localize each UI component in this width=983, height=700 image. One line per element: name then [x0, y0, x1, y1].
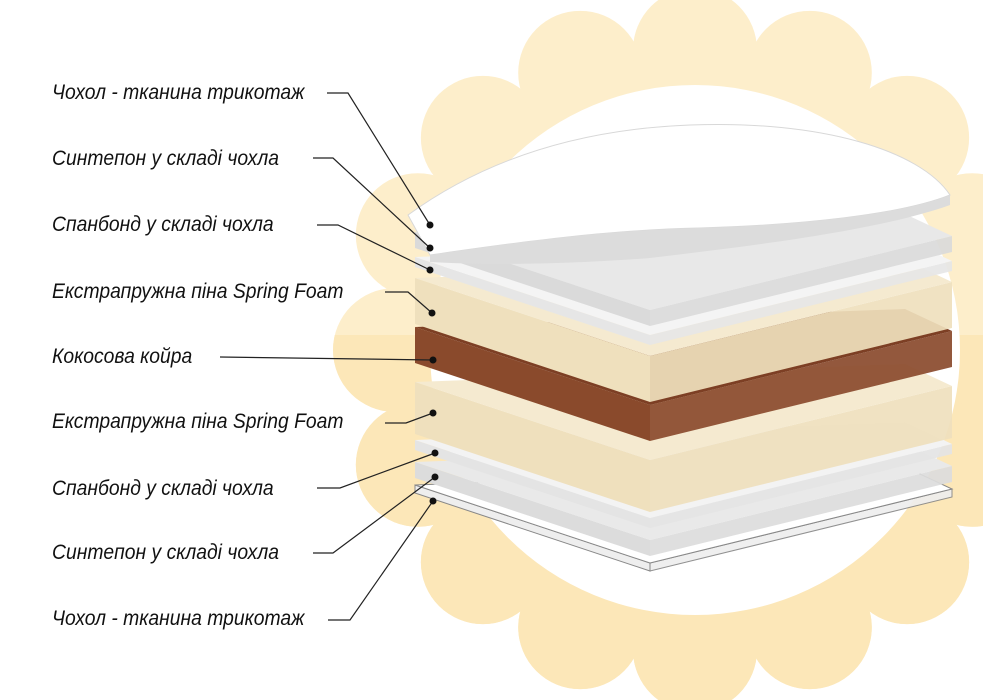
foam-bottom-layer-side [650, 386, 952, 512]
label-cover-bottom: Чохол - тканина трикотаж [52, 607, 305, 630]
spanbond-bottom-layer-side [650, 444, 952, 528]
leader-line [313, 157, 431, 249]
label-cover-top: Чохол - тканина трикотаж [52, 81, 305, 104]
sintepon-bottom-layer-side [650, 466, 952, 556]
label-spanbond-bottom: Спанбонд у складі чохла [52, 477, 274, 500]
leader-dot [429, 409, 437, 417]
label-coconut-coir: Кокосова койра [52, 345, 193, 368]
leader-dot [429, 497, 437, 505]
label-spring-foam-top: Екстрапружна піна Spring Foam [52, 280, 344, 303]
flower-petal [633, 0, 757, 112]
label-spanbond-top: Спанбонд у складі чохла [52, 213, 274, 236]
coconut-layer-front [415, 327, 650, 441]
sintepon-top-layer-side [650, 236, 952, 326]
spanbond-top-layer-side [650, 261, 952, 345]
leader-line [313, 476, 436, 554]
leader-dot [431, 473, 439, 481]
label-sintepon-top: Синтепон у складі чохла [52, 147, 279, 170]
leader-line [327, 92, 431, 226]
leader-dot [431, 449, 439, 457]
coconut-layer-side [650, 331, 952, 441]
flower-petal [633, 588, 757, 700]
label-sintepon-bottom: Синтепон у складі чохла [52, 541, 279, 564]
leader-line [219, 356, 434, 361]
leader-line [317, 452, 436, 489]
leader-line [328, 500, 434, 621]
leader-dot [426, 266, 434, 274]
label-spring-foam-bottom: Екстрапружна піна Spring Foam [52, 410, 344, 433]
cover-top-edge [430, 195, 950, 264]
sintepon-bottom-layer-front [415, 462, 650, 556]
leader-line [385, 291, 433, 314]
spanbond-top-layer-front [415, 257, 650, 345]
foam-bottom-layer-front [415, 382, 650, 512]
leader-dot [428, 309, 436, 317]
leader-line [317, 224, 431, 271]
mattress-layers [407, 123, 954, 572]
spanbond-bottom-layer-front [415, 440, 650, 528]
foam-top-layer-front [415, 278, 650, 402]
foam-top-layer-side [650, 282, 952, 402]
leader-lines [219, 92, 439, 621]
leader-dot [426, 244, 434, 252]
leader-dot [426, 221, 434, 229]
leader-line [385, 412, 434, 424]
leader-dot [429, 356, 437, 364]
